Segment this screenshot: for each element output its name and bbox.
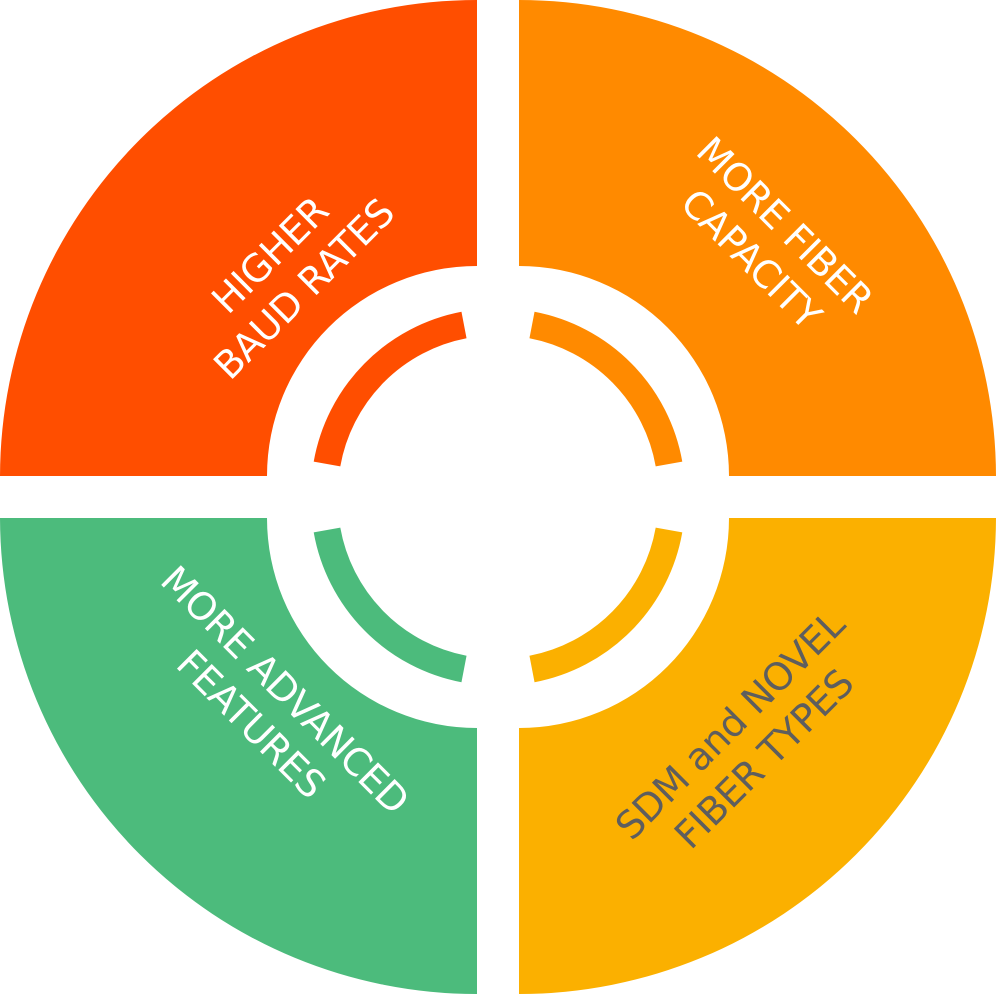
segment-higher-baud-rates (0, 0, 477, 476)
segment-more-advanced-features (0, 518, 477, 994)
inner-arc-bottom-left (313, 527, 467, 683)
inner-arc-bottom-right (529, 527, 683, 683)
segment-more-fiber-capacity (519, 0, 996, 476)
inner-arc-top-left (313, 311, 467, 467)
segment-sdm-novel-fiber-types (519, 518, 996, 994)
inner-arc-top-right (529, 311, 683, 467)
